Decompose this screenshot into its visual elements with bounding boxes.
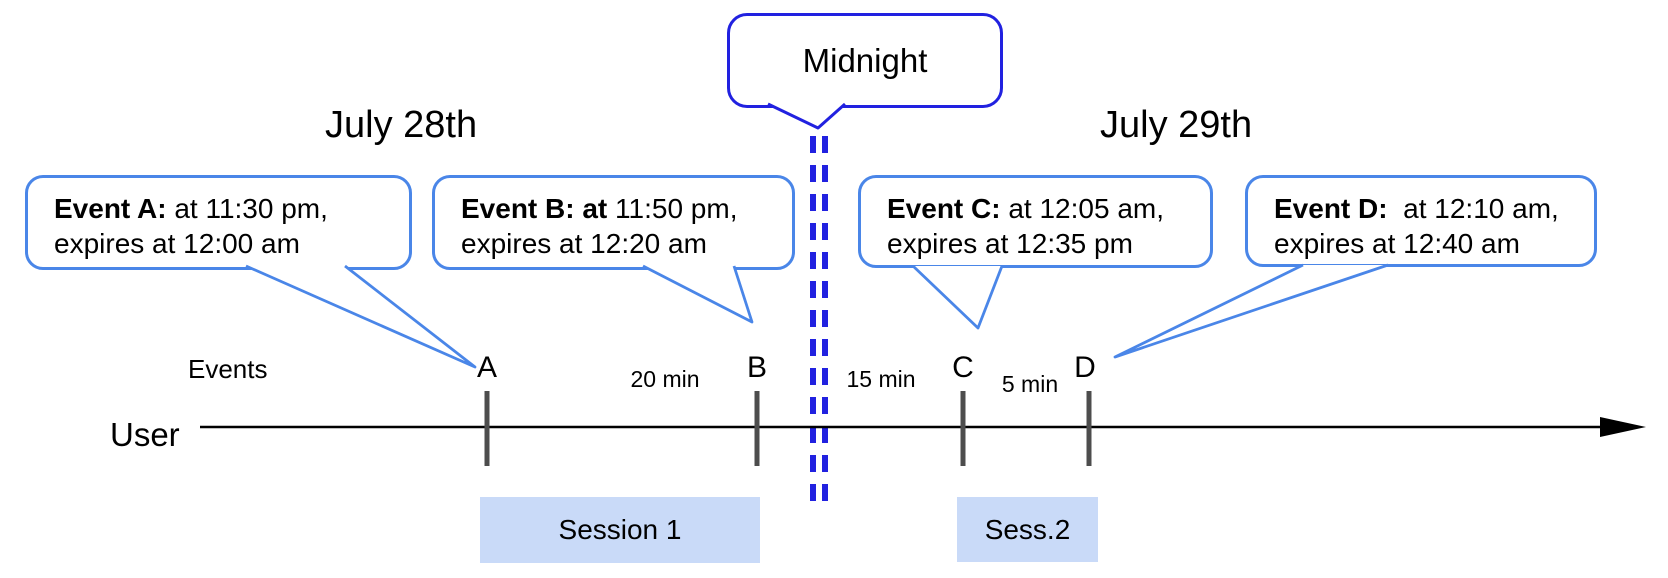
event-d-title: Event D: (1274, 193, 1388, 224)
event-c-callout: Event C: at 12:05 am, expires at 12:35 p… (858, 175, 1213, 268)
interval-label-15min: 15 min (846, 366, 916, 392)
event-c-callout-tail (912, 264, 1004, 330)
midnight-callout-label: Midnight (802, 41, 928, 79)
midnight-callout: Midnight (727, 13, 1003, 108)
date-label-july-28: July 28th (325, 104, 478, 146)
event-b-line2: expires at 12:20 am (461, 228, 707, 259)
tick-label-c: C (952, 351, 974, 384)
events-row-label: Events (188, 354, 268, 384)
interval-label-20min: 20 min (630, 366, 700, 392)
event-d-callout: Event D: at 12:10 am, expires at 12:40 a… (1245, 175, 1597, 267)
event-b-callout-tail (642, 264, 754, 324)
event-b-time: 11:50 pm, (607, 193, 738, 224)
session-2-bar: Sess.2 (957, 497, 1098, 562)
event-b-line1: Event B: at 11:50 pm, (461, 191, 784, 226)
event-c-title: Event C: (887, 193, 1001, 224)
event-b-callout: Event B: at 11:50 pm, expires at 12:20 a… (432, 175, 795, 270)
event-a-callout: Event A: at 11:30 pm, expires at 12:00 a… (25, 175, 412, 270)
session-1-bar: Session 1 (480, 497, 760, 563)
interval-label-5min: 5 min (1001, 371, 1059, 397)
event-c-line2: expires at 12:35 pm (887, 228, 1133, 259)
event-d-time: at 12:10 am, (1387, 193, 1559, 224)
event-a-line2: expires at 12:00 am (54, 228, 300, 259)
event-d-callout-tail (1113, 263, 1389, 359)
date-label-july-29: July 29th (1100, 104, 1253, 146)
tick-label-b: B (746, 351, 767, 384)
event-a-callout-tail (245, 264, 477, 369)
event-c-time: at 12:05 am, (1000, 193, 1165, 224)
event-a-title: Event A: (54, 193, 167, 224)
timeline-arrowhead-icon (1600, 417, 1646, 437)
event-b-title: Event B: at (461, 193, 608, 224)
event-c-line1: Event C: at 12:05 am, (887, 191, 1202, 226)
session-2-label: Sess.2 (984, 513, 1071, 545)
tick-label-a: A (476, 351, 497, 384)
event-a-line1: Event A: at 11:30 pm, (54, 191, 401, 226)
event-d-line2: expires at 12:40 am (1274, 228, 1520, 259)
session-1-label: Session 1 (558, 514, 682, 545)
user-row-label: User (110, 416, 180, 453)
tick-label-d: D (1074, 351, 1096, 384)
event-d-line1: Event D: at 12:10 am, (1274, 191, 1586, 226)
midnight-dashed-line (810, 136, 828, 512)
event-a-time: at 11:30 pm, (166, 193, 328, 224)
